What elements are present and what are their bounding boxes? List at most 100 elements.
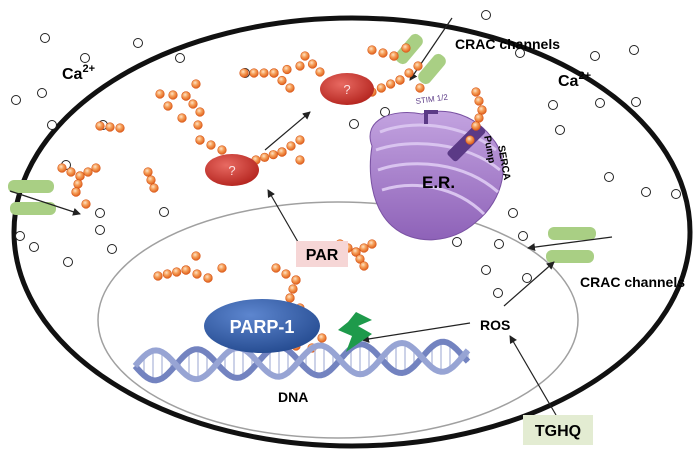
cell-membrane: [11, 15, 693, 449]
par-bead: [269, 68, 279, 78]
par-bead: [277, 147, 287, 157]
par-bead: [307, 59, 318, 69]
calcium-ion: [481, 10, 491, 20]
calcium-ion: [349, 119, 359, 129]
par-bead: [282, 64, 292, 75]
par-bead: [315, 67, 325, 77]
par-bead: [359, 243, 369, 253]
ros-label: ROS: [480, 317, 510, 333]
calcium-ion: [11, 95, 21, 105]
par-bead: [465, 135, 475, 145]
par-bead: [376, 83, 386, 93]
calcium-ion: [671, 189, 681, 199]
calcium-ion: [641, 187, 651, 197]
par-bead: [295, 155, 305, 165]
par-bead: [386, 79, 396, 89]
calcium-ion: [159, 207, 169, 217]
par-bead: [271, 263, 281, 273]
parp-1-enzyme: PARP-1: [204, 299, 320, 353]
par-bead: [317, 333, 327, 343]
dna-strand: [132, 338, 471, 384]
par-bead: [75, 171, 85, 181]
er-label: E.R.: [422, 173, 455, 192]
par-bead: [286, 141, 296, 151]
par-bead: [206, 140, 216, 150]
par-bead: [57, 163, 67, 173]
par-bead: [168, 90, 178, 100]
par-bead: [149, 183, 159, 193]
tghq-label: TGHQ: [535, 423, 581, 440]
calcium-ion: [40, 33, 50, 43]
par-bead: [415, 83, 425, 93]
par-bead: [474, 113, 484, 123]
calcium-ion: [595, 98, 605, 108]
par-bead: [359, 261, 369, 271]
par-bead: [191, 251, 201, 261]
par-bead: [193, 120, 203, 130]
par-bead: [81, 199, 91, 209]
tghq-box: [523, 415, 593, 445]
par-bead: [300, 51, 310, 61]
par-bead: [395, 75, 405, 85]
stim-sensor: [424, 110, 438, 124]
calcium-ion: [29, 242, 39, 252]
calcium-ion: [508, 208, 518, 218]
calcium-ion: [47, 120, 57, 130]
calcium-ion: [63, 257, 73, 267]
calcium-ions: [11, 10, 681, 298]
par-bead: [66, 167, 76, 177]
crac-channel-left: [8, 180, 81, 216]
par-bead: [217, 145, 227, 155]
parp-label: PARP-1: [230, 317, 295, 337]
calcium-ion: [590, 51, 600, 61]
par-bead: [367, 239, 377, 249]
par-bead: [477, 105, 487, 115]
crac-channels-right-label: CRAC channels: [580, 274, 685, 290]
par-bead: [95, 121, 105, 131]
par-bead: [474, 96, 484, 106]
par-bead: [295, 61, 305, 71]
calcium-ion: [107, 244, 117, 254]
dna-damage-lightning-icon: [338, 312, 372, 352]
arrow-protein-up: [264, 111, 311, 151]
par-bead: [172, 267, 182, 277]
par-bead: [268, 150, 278, 160]
par-bead: [83, 167, 93, 177]
calcium-ion: [555, 125, 565, 135]
nucleus: [97, 201, 579, 439]
calcium-ion: [481, 265, 491, 275]
par-bead: [163, 101, 173, 111]
calcium-ion: [175, 53, 185, 63]
par-bead: [413, 61, 423, 71]
stim-label: STIM 1/2: [415, 92, 449, 106]
calcium-ion: [452, 237, 462, 247]
par-bead: [367, 45, 377, 55]
calcium-ion: [95, 225, 105, 235]
dna-label: DNA: [278, 389, 308, 405]
par-bead: [285, 83, 295, 93]
par-bead: [401, 43, 411, 53]
par-bead: [181, 91, 191, 101]
par-bead: [378, 48, 388, 58]
par-bead: [162, 269, 172, 279]
par-bead: [115, 123, 125, 133]
par-bead: [191, 79, 201, 89]
unknown-protein-label: ?: [228, 163, 235, 178]
par-bead: [192, 269, 202, 279]
par-bead: [288, 284, 298, 294]
par-bead: [155, 89, 165, 99]
par-label: PAR: [306, 247, 339, 264]
par-bead: [259, 68, 269, 78]
calcium-label-right: Ca2+: [558, 70, 591, 90]
par-bead: [188, 99, 198, 109]
arrow-ros-crac: [503, 261, 555, 307]
par-bead: [143, 167, 153, 177]
unknown-protein-1: ?: [320, 73, 374, 105]
par-bead: [285, 293, 295, 303]
par-bead: [389, 51, 399, 61]
par-bead: [249, 68, 259, 78]
calcium-ion: [604, 172, 614, 182]
par-bead: [177, 113, 187, 123]
unknown-protein-label: ?: [343, 82, 350, 97]
